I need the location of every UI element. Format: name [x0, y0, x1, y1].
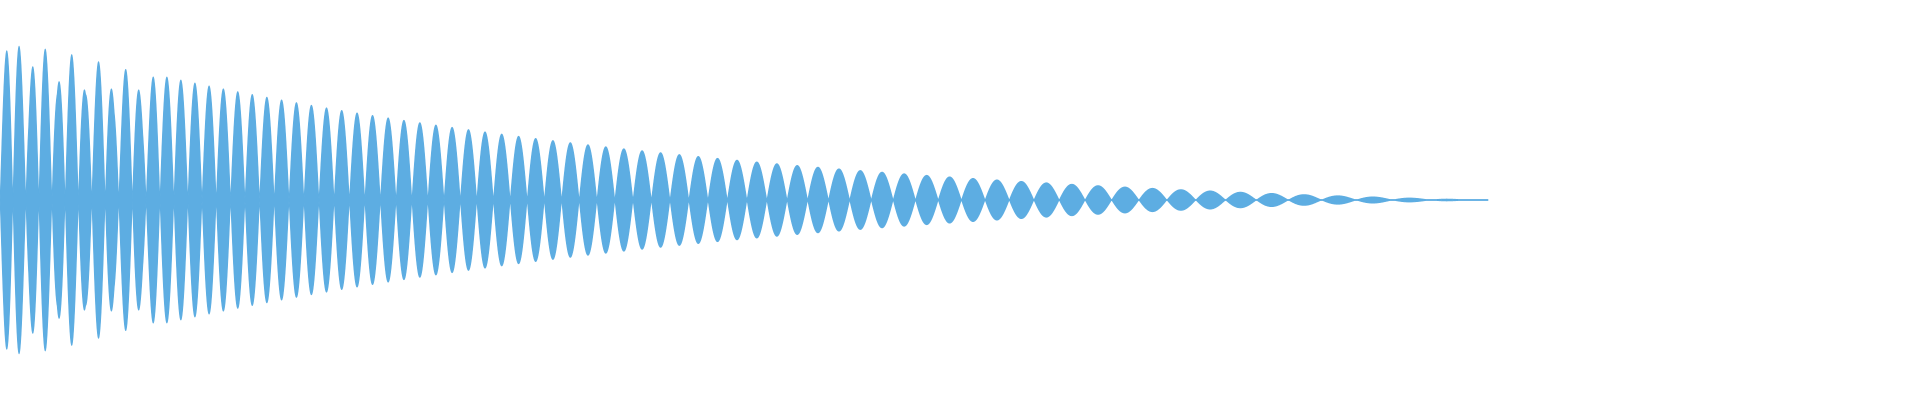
waveform-shape [0, 45, 1489, 355]
